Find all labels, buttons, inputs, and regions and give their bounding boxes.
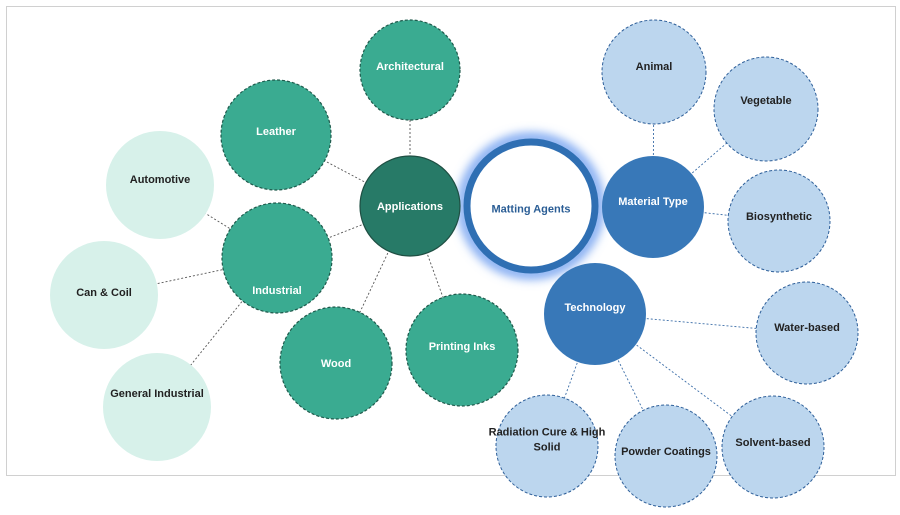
center-glow [458, 133, 604, 279]
connector-industrial-auto [159, 184, 278, 259]
node-water: Water-based [755, 281, 859, 385]
node-mat: Material Type [602, 156, 704, 258]
node-industrial: Industrial [221, 202, 333, 314]
node-label-rad: Radiation Cure & High [489, 426, 606, 438]
node-solvent: Solvent-based [721, 395, 825, 499]
node-center: Matting Agents [458, 133, 604, 279]
node-label-leather: Leather [256, 126, 296, 138]
node-label-tech: Technology [565, 302, 627, 314]
node-label-solvent: Solvent-based [735, 437, 810, 449]
node-circle-mat [602, 156, 704, 258]
node-circle-leather [220, 79, 332, 191]
node-tech: Technology [544, 263, 646, 365]
node-bio: Biosynthetic [727, 169, 831, 273]
node-circle-veg [713, 56, 819, 162]
node-circle-inks [405, 293, 519, 407]
node-wood: Wood [279, 306, 393, 420]
node-animal: Animal [601, 19, 707, 125]
node-label-auto: Automotive [130, 174, 191, 186]
node-circle-can [50, 241, 158, 349]
node-label-apps: Applications [377, 201, 443, 213]
node-circle-arch [359, 19, 461, 121]
node-label-wood: Wood [321, 358, 351, 370]
node-label-rad: Solid [534, 441, 561, 453]
node-label-inks: Printing Inks [429, 341, 496, 353]
diagram-frame [6, 6, 896, 476]
node-label-industrial: Industrial [252, 285, 302, 297]
node-inks: Printing Inks [405, 293, 519, 407]
node-arch: Architectural [359, 19, 461, 121]
node-circle-wood [279, 306, 393, 420]
node-label-arch: Architectural [376, 61, 444, 73]
node-circle-rad [495, 394, 599, 498]
node-label-bio: Biosynthetic [746, 211, 812, 223]
node-label-can: Can & Coil [76, 287, 132, 299]
node-circle-center [463, 138, 599, 274]
node-circle-solvent [721, 395, 825, 499]
node-label-animal: Animal [636, 61, 673, 73]
node-circle-animal [601, 19, 707, 125]
node-auto: Automotive [106, 131, 214, 239]
node-circle-industrial [221, 202, 333, 314]
node-apps: Applications [359, 155, 461, 257]
node-circle-tech [544, 263, 646, 365]
node-leather: Leather [220, 79, 332, 191]
node-label-veg: Vegetable [740, 95, 791, 107]
node-gen: General Industrial [103, 353, 211, 461]
node-circle-bio [727, 169, 831, 273]
node-circle-auto [106, 131, 214, 239]
node-can: Can & Coil [50, 241, 158, 349]
node-circle-powder [614, 404, 718, 508]
node-powder: Powder Coatings [614, 404, 718, 508]
node-veg: Vegetable [713, 56, 819, 162]
node-label-powder: Powder Coatings [621, 446, 711, 458]
node-circle-gen [103, 353, 211, 461]
node-label-center: Matting Agents [491, 203, 570, 215]
node-circle-water [755, 281, 859, 385]
node-label-water: Water-based [774, 322, 840, 334]
node-label-gen: General Industrial [110, 388, 204, 400]
node-circle-apps [359, 155, 461, 257]
node-label-mat: Material Type [618, 196, 688, 208]
